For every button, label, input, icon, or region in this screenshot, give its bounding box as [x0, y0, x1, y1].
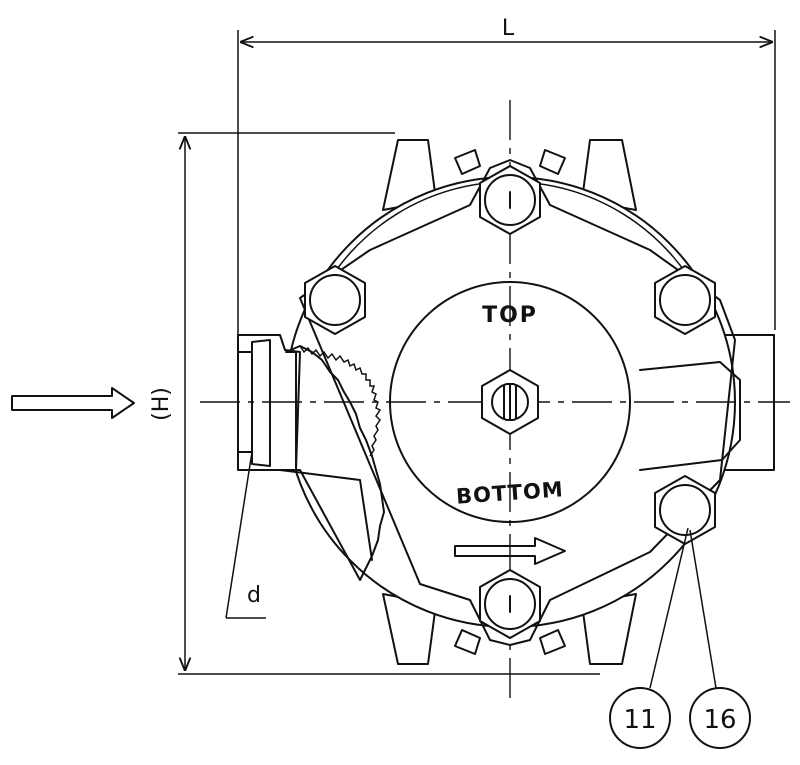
dimension-height-label: (H): [149, 387, 174, 421]
cover-plate: [299, 159, 736, 646]
body-lugs: [382, 139, 637, 665]
balloon-16-label: 16: [703, 705, 736, 735]
dimension-length-label: L: [502, 16, 515, 41]
bolt-bottom: [479, 569, 541, 639]
dimension-length: L: [237, 16, 776, 335]
bolt-tabs: [454, 149, 566, 655]
flow-direction-arrow-icon: [454, 537, 566, 565]
balloon-11: 11: [609, 527, 689, 749]
outlet-channel: [639, 361, 741, 471]
bolt-upper-right: [654, 265, 716, 335]
bolt-top: [479, 165, 541, 235]
balloon-11-label: 11: [623, 705, 656, 735]
bolt-upper-left: [304, 265, 366, 335]
center-nut: [481, 369, 539, 435]
diameter-leader: d: [225, 451, 266, 619]
flow-inlet-arrow-icon: [11, 387, 135, 419]
bolt-lower-right: [654, 475, 716, 545]
balloon-16: 16: [689, 529, 751, 749]
dimension-height: (H): [149, 132, 600, 675]
top-marking: TOP: [482, 303, 538, 328]
diameter-label: d: [247, 583, 261, 608]
